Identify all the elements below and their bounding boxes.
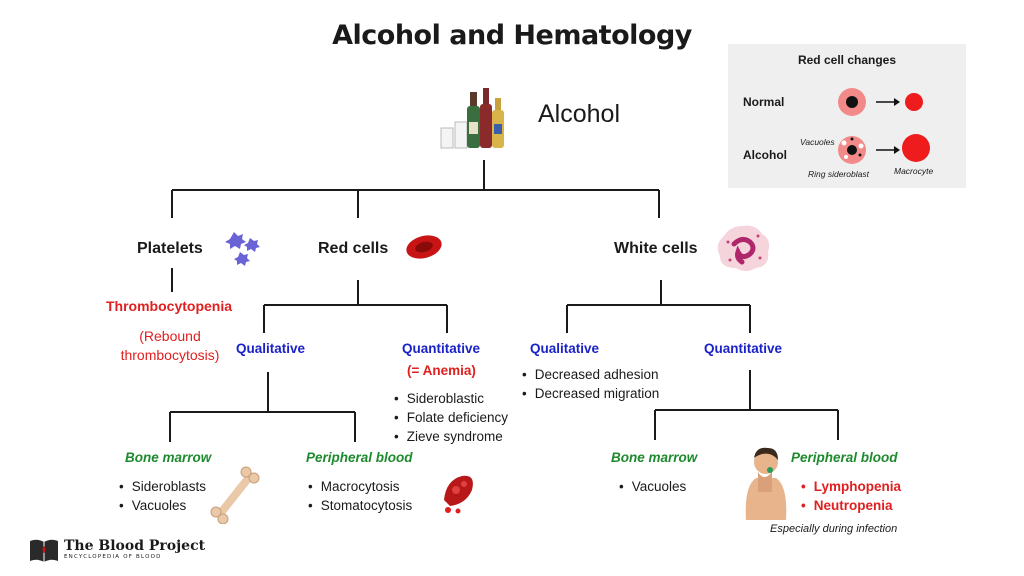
logo-name: The Blood Project xyxy=(64,538,206,554)
red-blood-cell-icon xyxy=(406,235,442,259)
anemia-sublabel: (= Anemia) xyxy=(407,363,476,378)
vacuoles-caption: Vacuoles xyxy=(800,137,835,147)
rebound-thrombocytosis-note: (Rebound thrombocytosis) xyxy=(106,327,234,365)
root-alcohol-label: Alcohol xyxy=(538,100,620,128)
white-bone-marrow-label: Bone marrow xyxy=(611,450,698,465)
page-title: Alcohol and Hematology xyxy=(332,20,692,51)
bone-icon xyxy=(210,466,260,524)
list-item: Macrocytosis xyxy=(306,477,412,496)
red-peripheral-blood-list: Macrocytosis Stomatocytosis xyxy=(306,477,413,515)
red-quantitative-list: Sideroblastic Folate deficiency Zieve sy… xyxy=(392,389,508,446)
list-item: Decreased migration xyxy=(520,384,660,403)
red-quantitative-label: Quantitative xyxy=(402,341,481,356)
alcohol-row-label: Alcohol xyxy=(743,148,787,162)
rebound-note-line1: (Rebound xyxy=(139,328,201,344)
red-cell-changes-illustration xyxy=(838,88,930,164)
list-item: Stomatocytosis xyxy=(306,496,413,515)
white-peripheral-blood-list: Lymphopenia Neutropenia xyxy=(799,477,901,515)
red-qualitative-label: Qualitative xyxy=(236,341,306,356)
list-item: Vacuoles xyxy=(117,496,206,515)
white-cells-label: White cells xyxy=(614,240,698,257)
sick-person-icon xyxy=(745,447,787,520)
book-logo-icon xyxy=(30,539,58,562)
white-quantitative-label: Quantitative xyxy=(704,341,783,356)
red-bone-marrow-list: Sideroblasts Vacuoles xyxy=(117,477,206,515)
bottles-icon xyxy=(440,88,504,149)
white-qualitative-label: Qualitative xyxy=(530,341,600,356)
red-cells-label: Red cells xyxy=(318,240,389,257)
red-peripheral-blood-label: Peripheral blood xyxy=(306,450,413,465)
list-item: Lymphopenia xyxy=(799,477,901,496)
red-cell-changes-title: Red cell changes xyxy=(797,53,897,67)
white-qualitative-list: Decreased adhesion Decreased migration xyxy=(520,365,660,403)
list-item: Sideroblastic xyxy=(392,389,508,408)
macrocyte-caption: Macrocyte xyxy=(894,166,934,176)
blood-vessel-icon xyxy=(444,475,473,514)
list-item: Decreased adhesion xyxy=(520,365,659,384)
red-cell-changes-panel xyxy=(728,44,966,188)
list-item: Zieve syndrome xyxy=(392,427,508,446)
white-peripheral-blood-label: Peripheral blood xyxy=(791,450,898,465)
red-bone-marrow-label: Bone marrow xyxy=(125,450,212,465)
infection-note: Especially during infection xyxy=(770,523,898,535)
logo-tagline: ENCYCLOPEDIA OF BLOOD xyxy=(64,554,162,560)
list-item: Sideroblasts xyxy=(117,477,206,496)
normal-label: Normal xyxy=(743,95,785,109)
platelets-label: Platelets xyxy=(137,240,203,257)
white-bone-marrow-list: Vacuoles xyxy=(617,477,687,496)
ring-sideroblast-caption: Ring sideroblast xyxy=(808,169,869,179)
platelets-icon xyxy=(225,232,260,266)
list-item: Folate deficiency xyxy=(392,408,508,427)
rebound-note-line2: thrombocytosis) xyxy=(120,347,220,363)
list-item: Vacuoles xyxy=(617,477,687,496)
list-item: Neutropenia xyxy=(799,496,901,515)
thrombocytopenia-text: Thrombocytopenia xyxy=(106,298,233,314)
white-blood-cell-icon xyxy=(717,225,770,271)
